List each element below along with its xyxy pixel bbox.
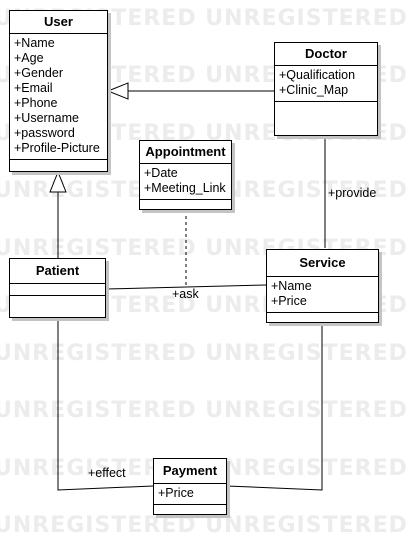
class-attributes: +Date +Meeting_Link: [140, 164, 231, 200]
service-payment-association: [226, 323, 323, 491]
attribute: +Profile-Picture: [14, 141, 100, 155]
class-service[interactable]: Service +Name +Price: [266, 249, 379, 323]
attribute: +Meeting_Link: [144, 181, 226, 195]
ask-label: +ask: [172, 287, 199, 301]
attribute: +Name: [14, 36, 55, 50]
attribute: +Username: [14, 111, 79, 125]
class-user[interactable]: User +Name +Age +Gender +Email +Phone +U…: [9, 10, 108, 172]
class-name: Doctor: [275, 43, 377, 66]
class-attributes: +Name +Age +Gender +Email +Phone +Userna…: [10, 34, 107, 160]
class-name: Appointment: [140, 141, 231, 164]
attribute: +Qualification: [279, 68, 356, 82]
attribute: +Gender: [14, 66, 63, 80]
attribute: +Email: [14, 81, 53, 95]
attribute: +Price: [271, 294, 307, 308]
class-name: Patient: [10, 259, 105, 284]
class-name: User: [10, 11, 107, 34]
class-attributes: +Name +Price: [267, 277, 378, 313]
class-name: Service: [267, 250, 378, 277]
attribute: +Date: [144, 166, 178, 180]
class-attributes: +Price: [154, 484, 226, 505]
class-attributes: [10, 284, 105, 296]
patient-service-association: [105, 284, 267, 290]
attribute: +Name: [271, 279, 312, 293]
attribute: +Age: [14, 51, 44, 65]
effect-label: +effect: [88, 466, 126, 480]
attribute: +Phone: [14, 96, 58, 110]
class-payment[interactable]: Payment +Price: [153, 458, 227, 515]
attribute: +Price: [158, 486, 194, 500]
generalization-arrowhead: [106, 82, 129, 100]
attribute: +Clinic_Map: [279, 83, 349, 97]
class-patient[interactable]: Patient: [9, 258, 106, 318]
class-name: Payment: [154, 459, 226, 484]
attribute: +password: [14, 126, 75, 140]
patient-payment-association: [57, 318, 154, 491]
provide-label: +provide: [328, 186, 377, 200]
class-attributes: +Qualification +Clinic_Map: [275, 66, 377, 102]
generalization-arrowhead: [49, 170, 67, 193]
class-doctor[interactable]: Doctor +Qualification +Clinic_Map: [274, 42, 378, 136]
class-appointment[interactable]: Appointment +Date +Meeting_Link: [139, 140, 232, 210]
